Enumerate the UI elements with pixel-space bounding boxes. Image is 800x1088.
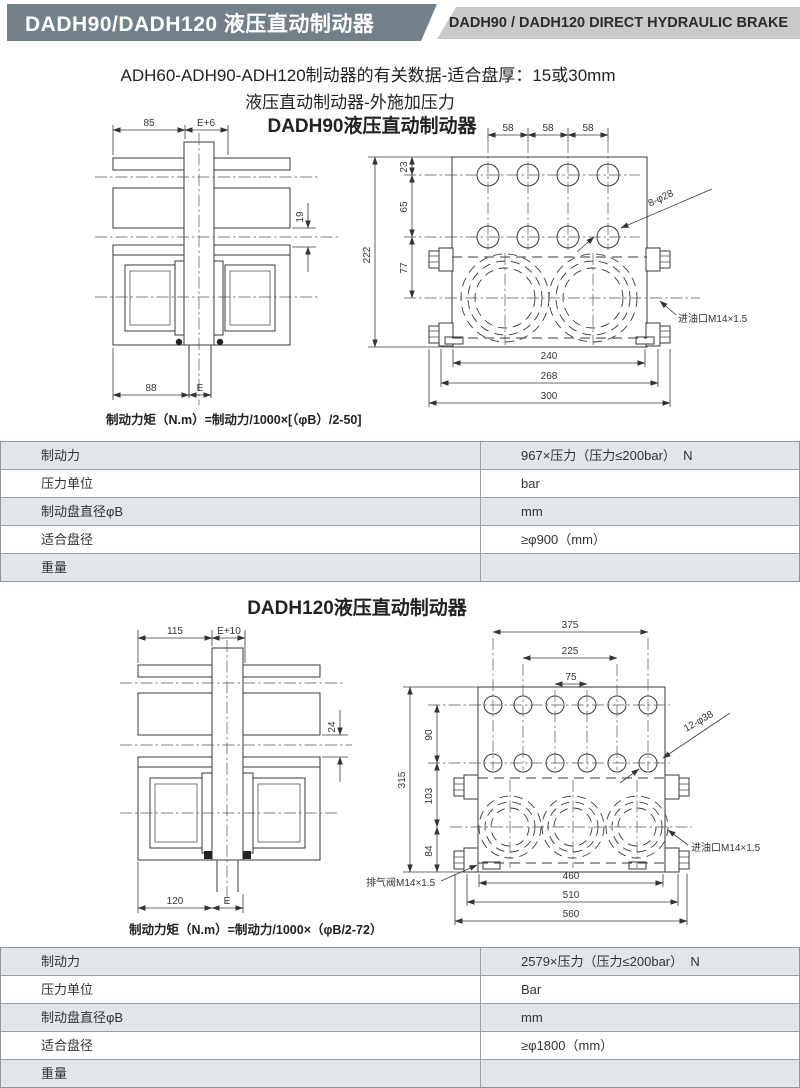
dadh90-technical-drawing: 85 E+6 19 88 E [95, 118, 748, 407]
dim-65-label: 65 [399, 201, 410, 213]
table-row: 适合盘径 ≥φ900（mm） [1, 525, 799, 553]
dim-115-label: 115 [167, 626, 183, 637]
dim-222-label: 222 [362, 246, 373, 263]
vent-valve-callout: 排气阀M14×1.5 [366, 876, 436, 889]
dim-58-label-3: 58 [582, 123, 594, 134]
dim-88-label: 88 [145, 383, 157, 394]
section-title-dadh120: DADH120液压直动制动器 [247, 598, 467, 619]
dim-77-label: 77 [399, 262, 410, 274]
page-header: DADH90/DADH120 液压直动制动器 DADH90 / DADH120 … [0, 0, 800, 46]
spec-value: 2579×压力（压力≤200bar） N [521, 954, 700, 969]
oil-inlet-callout: 进油口M14×1.5 [678, 312, 748, 325]
spec-label: 重量 [1, 1060, 481, 1087]
dim-e-label: E [197, 383, 204, 394]
mounting-brackets [428, 247, 671, 347]
dim-58-label-1: 58 [502, 123, 514, 134]
spec-value: ≥φ900（mm） [521, 532, 606, 547]
spec-label: 压力单位 [1, 470, 481, 497]
spec-value [481, 1060, 799, 1087]
dadh120-technical-drawing: 115 E+10 24 120 E [120, 620, 761, 925]
spec-label: 制动盘直径φB [1, 1004, 481, 1031]
spec-label: 制动盘直径φB [1, 498, 481, 525]
table-row: 制动盘直径φB mm [1, 497, 799, 525]
dim-560-label: 560 [563, 909, 580, 920]
dadh120-front-view: 375 225 75 315 90 103 84 460 510 560 12-… [366, 620, 761, 925]
spec-label: 适合盘径 [1, 1032, 481, 1059]
spec-value: mm [521, 504, 543, 519]
dim-e-label: E [224, 896, 231, 907]
spec-label: 重量 [1, 554, 481, 581]
dim-300-label: 300 [541, 391, 558, 402]
table-row: 压力单位 Bar [1, 975, 799, 1003]
spec-label: 适合盘径 [1, 526, 481, 553]
dim-315-label: 315 [397, 771, 408, 788]
dim-58-label-2: 58 [542, 123, 554, 134]
table-row: 适合盘径 ≥φ1800（mm） [1, 1031, 799, 1059]
dim-e10-label: E+10 [217, 626, 241, 637]
table-row: 压力单位 bar [1, 469, 799, 497]
dim-85-label: 85 [143, 118, 155, 129]
dim-268-label: 268 [541, 371, 558, 382]
dim-23-label: 23 [399, 161, 410, 173]
table-row: 重量 [1, 1059, 799, 1087]
table-row: 制动盘直径φB mm [1, 1003, 799, 1031]
dadh90-side-view: 85 E+6 19 88 E [95, 118, 340, 405]
dadh120-side-view: 115 E+10 24 120 E [120, 626, 352, 913]
dim-84-label: 84 [424, 845, 435, 857]
spec-label: 压力单位 [1, 976, 481, 1003]
table-row: 制动力 967×压力（压力≤200bar） N [1, 442, 799, 469]
dim-225-label: 225 [562, 646, 579, 657]
dim-240-label: 240 [541, 351, 558, 362]
brake-disc [212, 648, 243, 860]
spec-value: mm [521, 1010, 543, 1025]
spec-value: bar [521, 476, 540, 491]
holes-callout-12-phi38: 12-φ38 [682, 709, 716, 735]
bolt-holes [476, 163, 620, 249]
seal-dot-left [175, 338, 183, 346]
spec-value: ≥φ1800（mm） [521, 1038, 614, 1053]
dim-510-label: 510 [563, 890, 580, 901]
piston-assembly-left [124, 260, 185, 336]
table-row: 制动力 2579×压力（压力≤200bar） N [1, 948, 799, 975]
table-row: 重量 [1, 553, 799, 581]
dim-19-label: 19 [295, 211, 306, 223]
spec-label: 制动力 [1, 442, 481, 469]
dim-24-label: 24 [327, 721, 338, 733]
dim-90-label: 90 [424, 729, 435, 741]
header-title-zh-banner: DADH90/DADH120 液压直动制动器 [7, 4, 437, 41]
piston-assembly-right [213, 260, 276, 336]
bolt-holes [483, 695, 658, 773]
intro-line-2: 液压直动制动器-外施加压力 [245, 93, 455, 112]
dim-120-label: 120 [167, 896, 184, 907]
intro-line-1: ADH60-ADH90-ADH120制动器的有关数据-适合盘厚：15或30mm [120, 66, 616, 85]
dadh90-torque-formula: 制动力矩（N.m）=制动力/1000×[（φB）/2-50] [106, 413, 362, 427]
seal-block-right [243, 851, 251, 859]
seal-dot-right [216, 338, 224, 346]
dadh90-front-view: 58 58 58 222 23 65 77 240 268 300 8-φ28 … [362, 123, 748, 407]
dim-e6-label: E+6 [197, 118, 216, 129]
dim-75-label: 75 [565, 672, 577, 683]
dadh120-torque-formula: 制动力矩（N.m）=制动力/1000×（φB/2-72） [129, 923, 383, 937]
header-title-en-banner: DADH90 / DADH120 DIRECT HYDRAULIC BRAKE [437, 7, 800, 39]
header-title-en: DADH90 / DADH120 DIRECT HYDRAULIC BRAKE [448, 15, 789, 31]
mounting-brackets [453, 774, 690, 873]
spec-value: 967×压力（压力≤200bar） N [521, 448, 693, 463]
seal-block-left [204, 851, 212, 859]
section-title-dadh90: DADH90液压直动制动器 [267, 116, 477, 137]
spec-value [481, 554, 799, 581]
oil-inlet-callout: 进油口M14×1.5 [691, 841, 761, 854]
dadh90-spec-table: 制动力 967×压力（压力≤200bar） N 压力单位 bar 制动盘直径φB… [0, 441, 800, 582]
dim-103-label: 103 [424, 787, 435, 804]
spec-label: 制动力 [1, 948, 481, 975]
dadh120-spec-table: 制动力 2579×压力（压力≤200bar） N 压力单位 Bar 制动盘直径φ… [0, 947, 800, 1088]
dim-460-label: 460 [563, 871, 580, 882]
header-title-zh: DADH90/DADH120 液压直动制动器 [25, 12, 375, 36]
spec-value: Bar [521, 982, 542, 997]
dim-375-label: 375 [562, 620, 579, 631]
